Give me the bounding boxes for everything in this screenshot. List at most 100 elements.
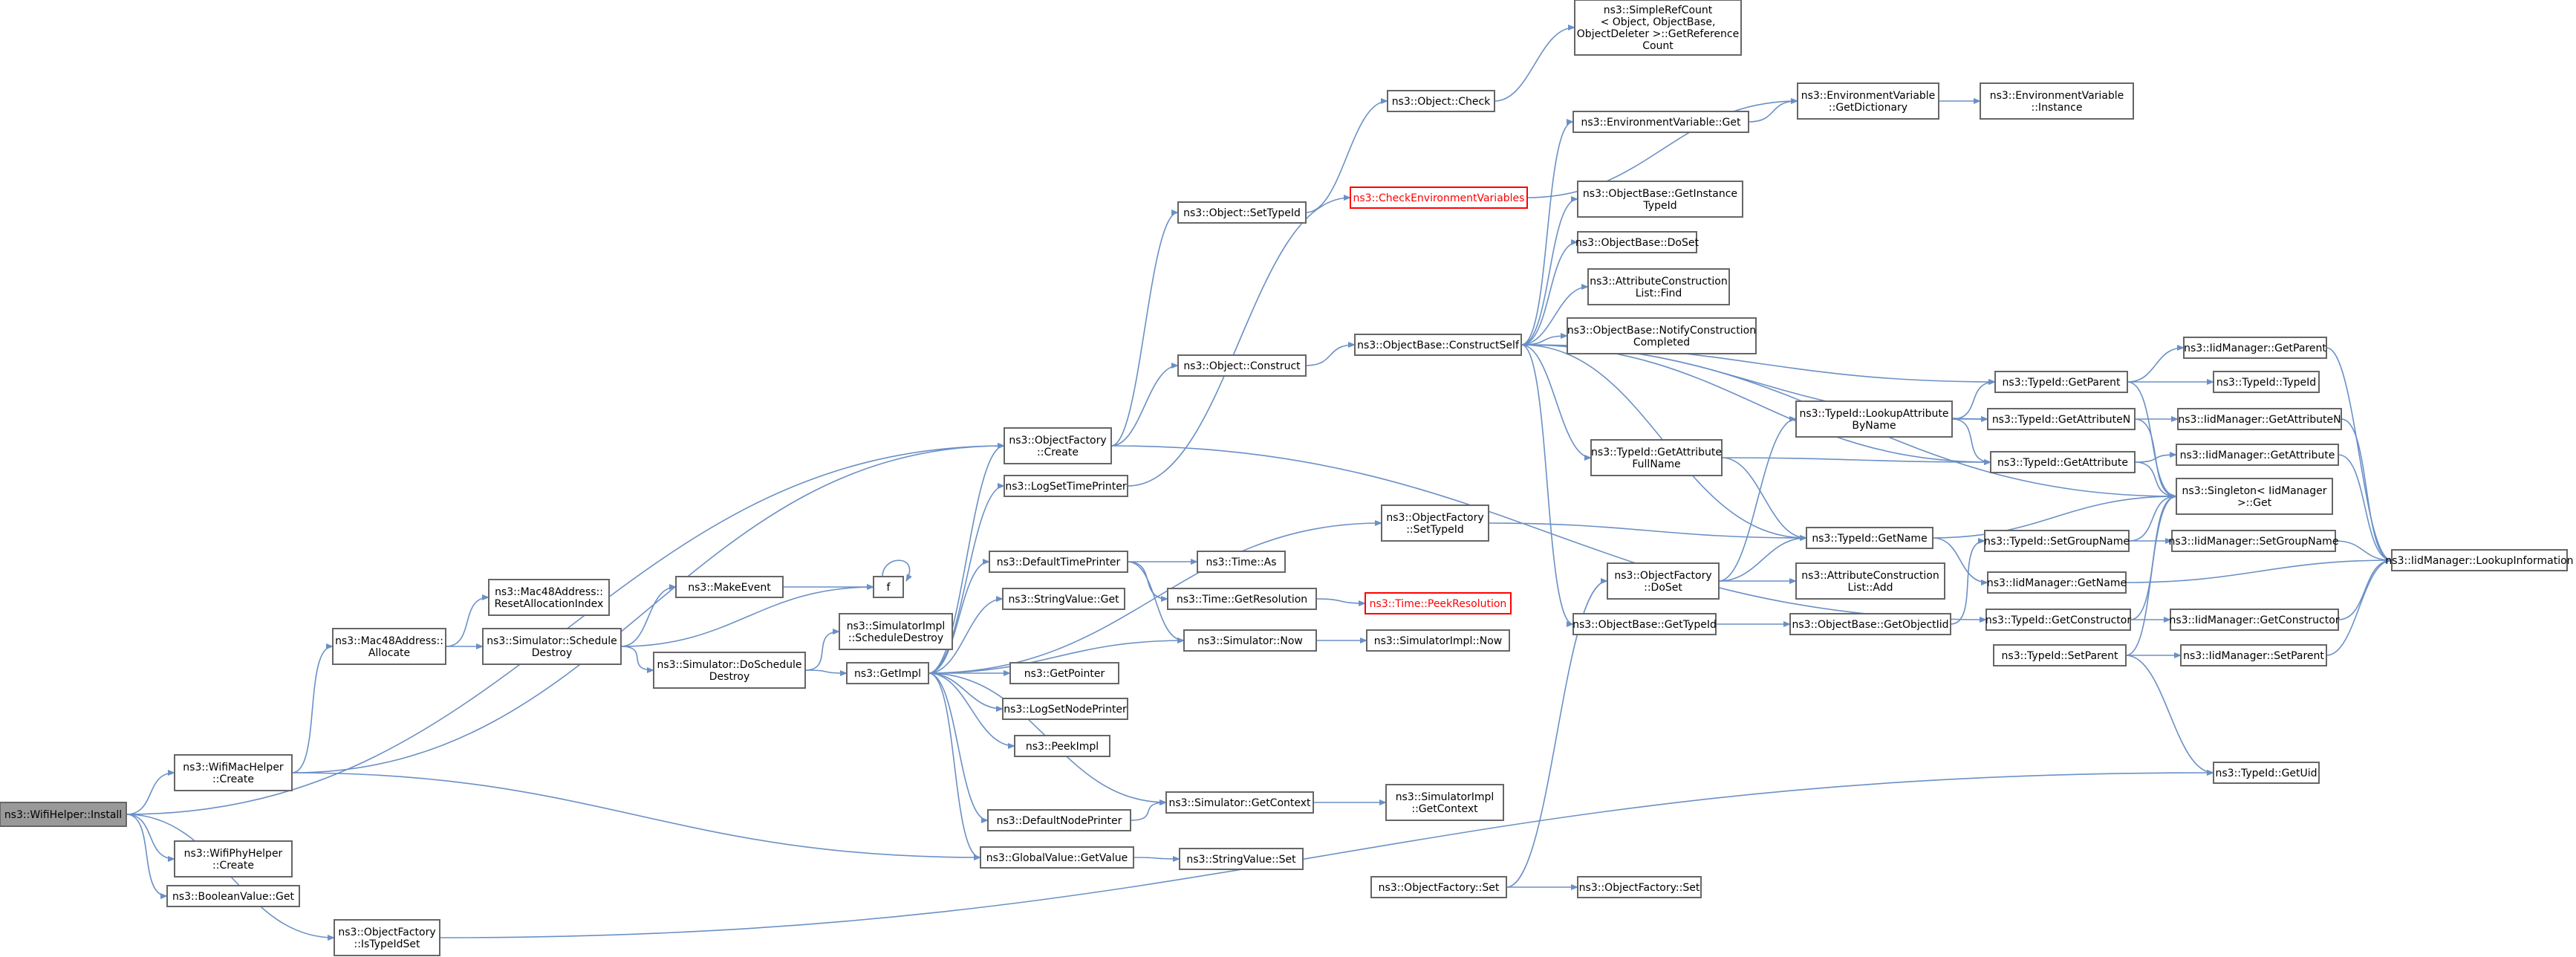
node-n11[interactable]: ns3::SimulatorImpl::ScheduleDestroy xyxy=(839,613,953,650)
node-n41[interactable]: ns3::EnvironmentVariable::Instance xyxy=(1980,82,2134,120)
node-n19[interactable]: ns3::PeekImpl xyxy=(1014,735,1110,757)
node-n69[interactable]: ns3::IidManager::LookupInformation xyxy=(2385,549,2574,571)
node-n17[interactable]: ns3::GetPointer xyxy=(1009,662,1119,684)
node-n28[interactable]: ns3::ObjectFactory::SetTypeId xyxy=(1381,505,1489,542)
node-label: ns3::Simulator::GetContext xyxy=(1168,797,1311,809)
edge-n62-n69 xyxy=(2341,418,2393,563)
node-n13[interactable]: ns3::ObjectFactory::Create xyxy=(1004,427,1112,464)
edge-n57-n64 xyxy=(2128,493,2177,542)
node-n0[interactable]: ns3::WifiHelper::Install xyxy=(0,802,127,827)
node-n36[interactable]: ns3::StringValue::Set xyxy=(1179,848,1304,870)
node-n21[interactable]: ns3::GlobalValue::GetValue xyxy=(980,846,1134,869)
node-n27[interactable]: ns3::ObjectBase::ConstructSelf xyxy=(1354,334,1522,356)
edge-n59-n68 xyxy=(2125,655,2214,776)
node-n12[interactable]: ns3::GetImpl xyxy=(846,662,929,684)
edge-n10-n11 xyxy=(804,629,840,671)
node-n43[interactable]: ns3::ObjectBase::DoSet xyxy=(1575,231,1699,253)
edge-n12-n19 xyxy=(928,672,1015,749)
node-n47[interactable]: ns3::ObjectFactory::DoSet xyxy=(1607,562,1720,600)
node-box xyxy=(482,628,622,665)
node-n14[interactable]: ns3::LogSetTimePrinter xyxy=(1004,475,1128,497)
node-n64[interactable]: ns3::Singleton< IidManager >::Get xyxy=(2176,478,2333,515)
edge-n27-n39 xyxy=(1520,119,1574,346)
node-label: ns3::ObjectBase::GetTypeId xyxy=(1572,619,1717,631)
node-label: ns3::Simulator::Now xyxy=(1197,635,1303,647)
node-n7[interactable]: ns3::Simulator::ScheduleDestroy xyxy=(482,628,622,665)
edge-n47-n50 xyxy=(1718,535,1807,582)
node-n22[interactable]: ns3::Object::SetTypeId xyxy=(1177,201,1307,224)
node-n61[interactable]: ns3::TypeId::TypeId xyxy=(2213,371,2320,393)
node-n8[interactable]: ns3::MakeEvent xyxy=(675,576,784,598)
node-n67[interactable]: ns3::IidManager::SetParent xyxy=(2180,644,2327,666)
node-n53[interactable]: ns3::TypeId::GetParent xyxy=(1994,371,2128,393)
node-n57[interactable]: ns3::TypeId::SetGroupName xyxy=(1984,530,2130,552)
node-label: ByName xyxy=(1852,420,1896,432)
node-n38[interactable]: ns3::ObjectFactory::Set xyxy=(1577,876,1702,898)
node-label: ns3::Simulator::Schedule xyxy=(487,635,617,647)
node-label: ns3::EnvironmentVariable::Get xyxy=(1581,117,1741,129)
edge-n66-n69 xyxy=(2338,557,2393,620)
node-n59[interactable]: ns3::TypeId::SetParent xyxy=(1993,644,2127,666)
node-box xyxy=(1590,439,1723,476)
node-n33[interactable]: ns3::SimulatorImpl::Now xyxy=(1366,629,1510,652)
node-n39[interactable]: ns3::EnvironmentVariable::Get xyxy=(1572,111,1749,133)
edge-n60-n69 xyxy=(2326,347,2393,563)
node-n68[interactable]: ns3::TypeId::GetUid xyxy=(2213,762,2320,784)
node-n65[interactable]: ns3::IidManager::SetGroupName xyxy=(2169,530,2339,552)
node-n16[interactable]: ns3::StringValue::Get xyxy=(1002,588,1125,610)
node-n9[interactable]: f xyxy=(873,576,904,598)
node-n66[interactable]: ns3::IidManager::GetConstructor xyxy=(2169,609,2340,631)
node-n60[interactable]: ns3::IidManager::GetParent xyxy=(2183,337,2327,359)
node-n62[interactable]: ns3::IidManager::GetAttributeN xyxy=(2177,408,2342,430)
node-label: ::Create xyxy=(212,860,254,872)
node-label: ns3::StringValue::Set xyxy=(1186,854,1296,866)
edge-n12-n14 xyxy=(928,483,1005,674)
node-label: ns3::LogSetNodePrinter xyxy=(1004,704,1127,716)
node-n1[interactable]: ns3::WifiMacHelper::Create xyxy=(174,754,293,791)
node-n15[interactable]: ns3::DefaultTimePrinter xyxy=(989,551,1128,573)
node-n4[interactable]: ns3::ObjectFactory::IsTypeIdSet xyxy=(334,919,440,956)
node-n5[interactable]: ns3::Mac48Address::Allocate xyxy=(332,628,446,665)
node-n54[interactable]: ns3::TypeId::GetAttributeN xyxy=(1987,408,2136,430)
node-box xyxy=(332,628,446,665)
node-n30[interactable]: ns3::Time::GetResolution xyxy=(1167,588,1317,610)
node-n50[interactable]: ns3::TypeId::GetName xyxy=(1806,527,1933,549)
node-box xyxy=(1179,848,1304,870)
node-n63[interactable]: ns3::IidManager::GetAttribute xyxy=(2176,444,2339,466)
node-box xyxy=(2391,549,2568,571)
node-n45[interactable]: ns3::ObjectBase::NotifyConstructionCompl… xyxy=(1567,317,1757,354)
node-n56[interactable]: ns3::IidManager::GetName xyxy=(1987,571,2127,594)
node-n34[interactable]: ns3::Simulator::GetContext xyxy=(1165,791,1314,814)
node-n52[interactable]: ns3::ObjectBase::GetObjectIid xyxy=(1789,613,1951,635)
node-n2[interactable]: ns3::WifiPhyHelper::Create xyxy=(174,840,293,877)
node-box xyxy=(1574,0,1742,56)
node-n20[interactable]: ns3::DefaultNodePrinter xyxy=(987,809,1131,831)
node-n35[interactable]: ns3::SimulatorImpl::GetContext xyxy=(1385,784,1504,821)
node-n23[interactable]: ns3::Object::Check xyxy=(1387,90,1495,112)
node-n32[interactable]: ns3::Simulator::Now xyxy=(1183,629,1317,652)
node-n6[interactable]: ns3::Mac48Address::ResetAllocationIndex xyxy=(488,579,610,616)
node-n31[interactable]: ns3::Time::PeekResolution xyxy=(1365,592,1512,614)
node-n24[interactable]: ns3::SimpleRefCount< Object, ObjectBase,… xyxy=(1574,0,1742,56)
node-n55[interactable]: ns3::TypeId::GetAttribute xyxy=(1990,451,2136,473)
node-n18[interactable]: ns3::LogSetNodePrinter xyxy=(1002,698,1128,720)
node-label: ns3::WifiPhyHelper xyxy=(184,848,283,860)
node-n37[interactable]: ns3::ObjectFactory::Set xyxy=(1370,876,1507,898)
node-n40[interactable]: ns3::EnvironmentVariable::GetDictionary xyxy=(1797,82,1939,120)
node-n3[interactable]: ns3::BooleanValue::Get xyxy=(166,885,300,907)
node-n26[interactable]: ns3::CheckEnvironmentVariables xyxy=(1350,186,1528,209)
node-label: ::GetContext xyxy=(1411,803,1478,815)
node-label: Allocate xyxy=(368,647,410,659)
node-n29[interactable]: ns3::Time::As xyxy=(1197,551,1286,573)
edge-n12-n21 xyxy=(928,672,981,860)
node-n25[interactable]: ns3::Object::Construct xyxy=(1177,354,1307,377)
node-n58[interactable]: ns3::TypeId::GetConstructor xyxy=(1985,609,2131,631)
node-n48[interactable]: ns3::ObjectBase::GetTypeId xyxy=(1572,613,1717,635)
node-label: ns3::Object::Check xyxy=(1392,96,1491,108)
